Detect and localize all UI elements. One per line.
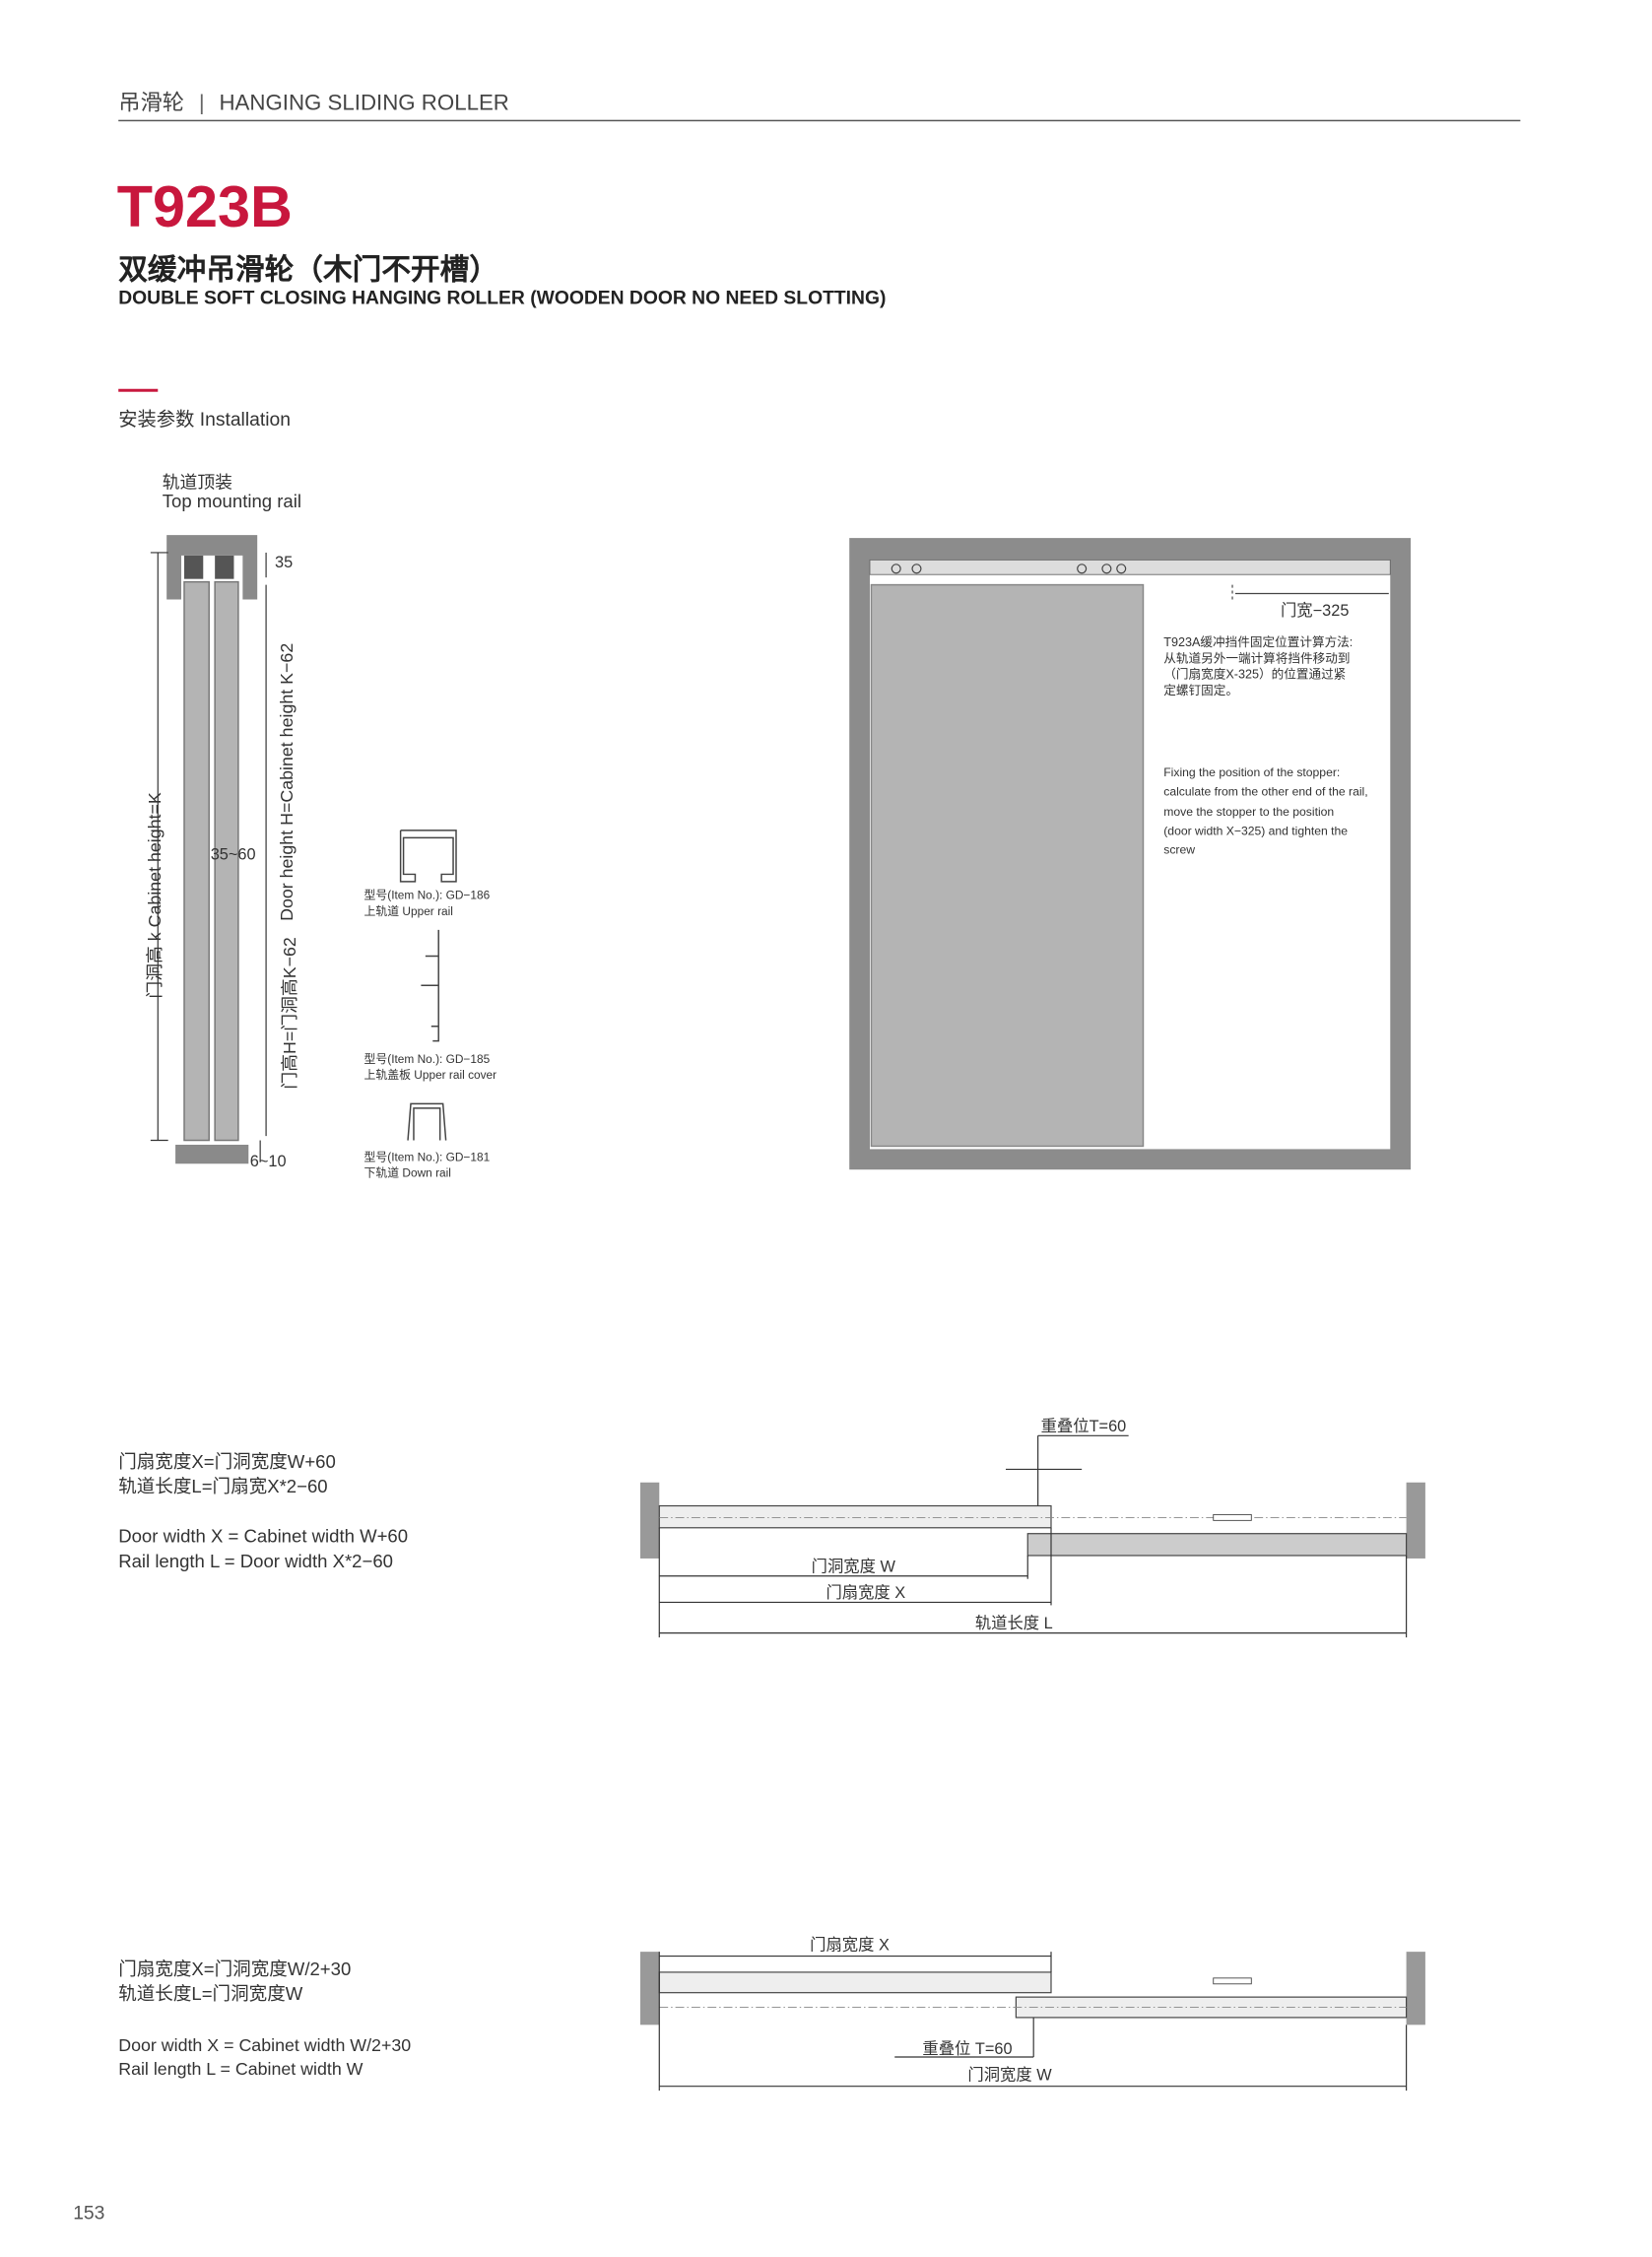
separator: | [198,91,205,116]
category-cn: 吊滑轮 [118,91,185,116]
door-height-cn: 门高H=门洞高K−62 [279,937,300,1090]
layout1-drawing [639,1434,1425,1638]
side-view-title-cn: 轨道顶装 [162,472,232,494]
dim-top: 35 [274,554,294,572]
layout2-drawing [639,1952,1425,2091]
model-number: T923B [116,175,293,240]
layout2-door-width: 门扇宽度 X [810,1937,890,1956]
product-title-cn: 双缓冲吊滑轮（木门不开槽） [118,254,499,287]
side-view-title-en: Top mounting rail [162,491,302,512]
stopper-dim: 门宽−325 [1280,602,1350,621]
layout2-cabinet-width: 门洞宽度 W [967,2067,1052,2086]
layout1-cabinet-width: 门洞宽度 W [811,1558,895,1576]
layout1-rail-length: 轨道长度 L [974,1615,1053,1633]
stopper-note-cn: T923A缓冲挡件固定位置计算方法:从轨道另外一端计算将挡件移动到（门扇宽度X-… [1163,634,1354,697]
profile-drawings [399,830,457,1141]
layout1-door-width: 门扇宽度 X [826,1584,906,1603]
side-view-drawing [150,535,267,1164]
section-title: 安装参数 Installation [118,408,291,431]
header-divider [118,119,1521,122]
front-view-drawing [849,538,1412,1170]
door-height-en: Door height H=Cabinet height K−62 [276,642,297,921]
layout2-overlap: 重叠位 T=60 [922,2040,1013,2059]
dim-gap: 35~60 [210,846,256,865]
section-accent [118,388,159,392]
category-en: HANGING SLIDING ROLLER [219,91,509,116]
dim-bottom: 6~10 [249,1153,287,1171]
layout1-overlap: 重叠位T=60 [1040,1418,1127,1436]
cabinet-height-label: 门洞高 k Cabinet height=K [144,792,165,999]
page-number: 153 [73,2201,105,2224]
stopper-note-en: Fixing the position of the stopper:calcu… [1163,765,1368,857]
product-title-en: DOUBLE SOFT CLOSING HANGING ROLLER (WOOD… [118,286,887,309]
page-header: 吊滑轮 | HANGING SLIDING ROLLER [118,87,509,117]
